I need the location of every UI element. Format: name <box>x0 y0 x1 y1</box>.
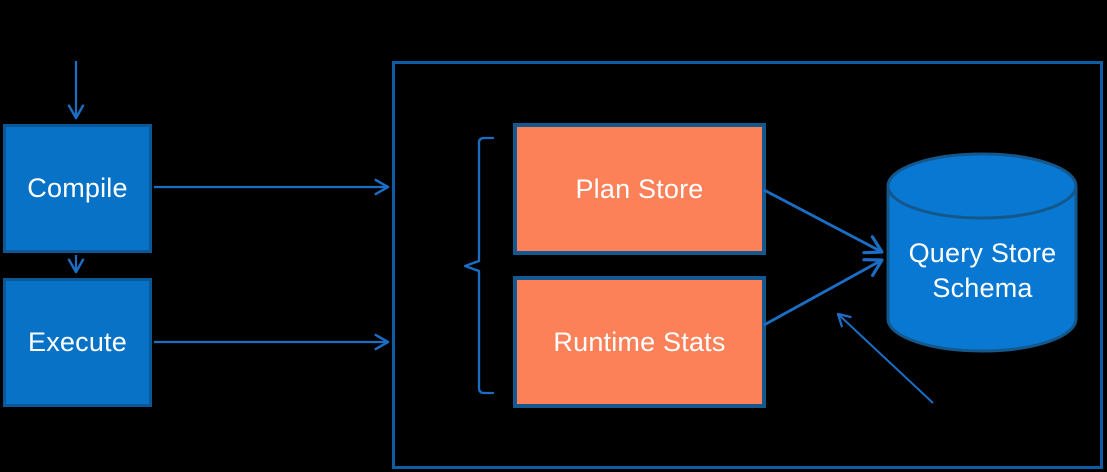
query-store-schema-label-line2: Schema <box>932 273 1033 303</box>
plan-store-node: Plan Store <box>513 123 766 255</box>
execute-node: Execute <box>3 278 152 407</box>
compile-label: Compile <box>27 173 128 203</box>
runtime-stats-node: Runtime Stats <box>513 276 766 408</box>
query-store-schema-label: Query Store Schema <box>888 236 1077 306</box>
query-store-schema-label-line1: Query Store <box>908 238 1057 268</box>
runtime-stats-label: Runtime Stats <box>553 326 726 357</box>
execute-label: Execute <box>28 327 127 357</box>
plan-store-label: Plan Store <box>575 173 704 204</box>
query-store-container-box <box>392 61 1103 469</box>
compile-node: Compile <box>3 124 152 253</box>
